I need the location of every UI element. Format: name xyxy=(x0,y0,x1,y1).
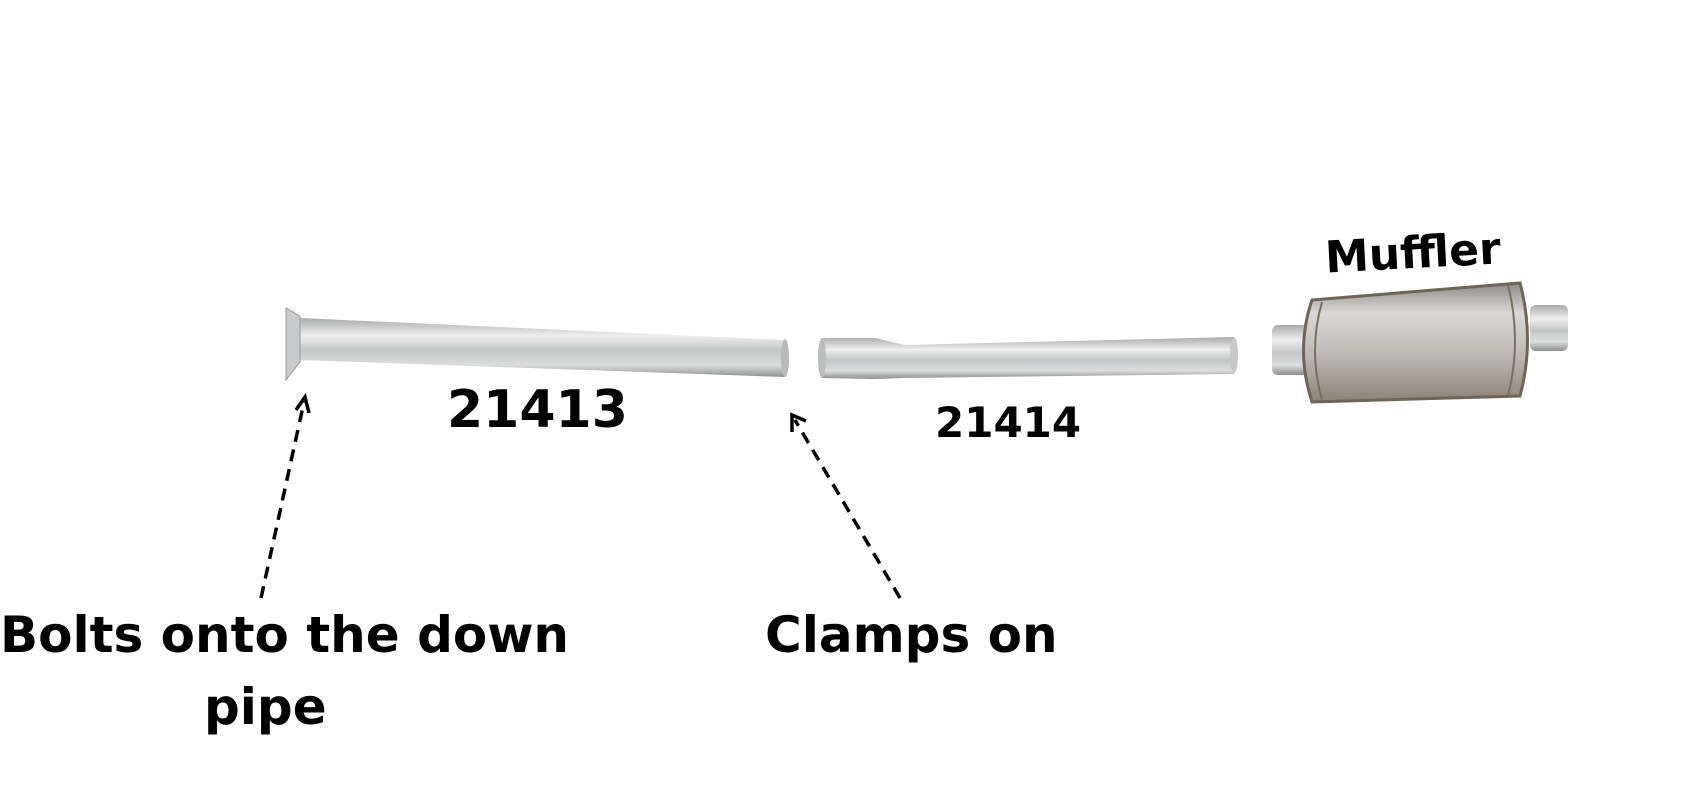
muffler xyxy=(1272,281,1568,404)
arrow-clamps xyxy=(790,412,902,599)
pipe-21413 xyxy=(285,307,789,382)
clamps-label: Clamps on xyxy=(765,606,1058,664)
arrow-bolts xyxy=(259,392,311,599)
muffler-label: Muffler xyxy=(1323,223,1502,284)
part-number-21413: 21413 xyxy=(447,380,628,440)
part-number-21414: 21414 xyxy=(935,398,1082,447)
bolts-label-line1: Bolts onto the down xyxy=(0,606,570,664)
pipe-21414 xyxy=(818,337,1238,379)
bolts-label-line2: pipe xyxy=(204,678,327,736)
